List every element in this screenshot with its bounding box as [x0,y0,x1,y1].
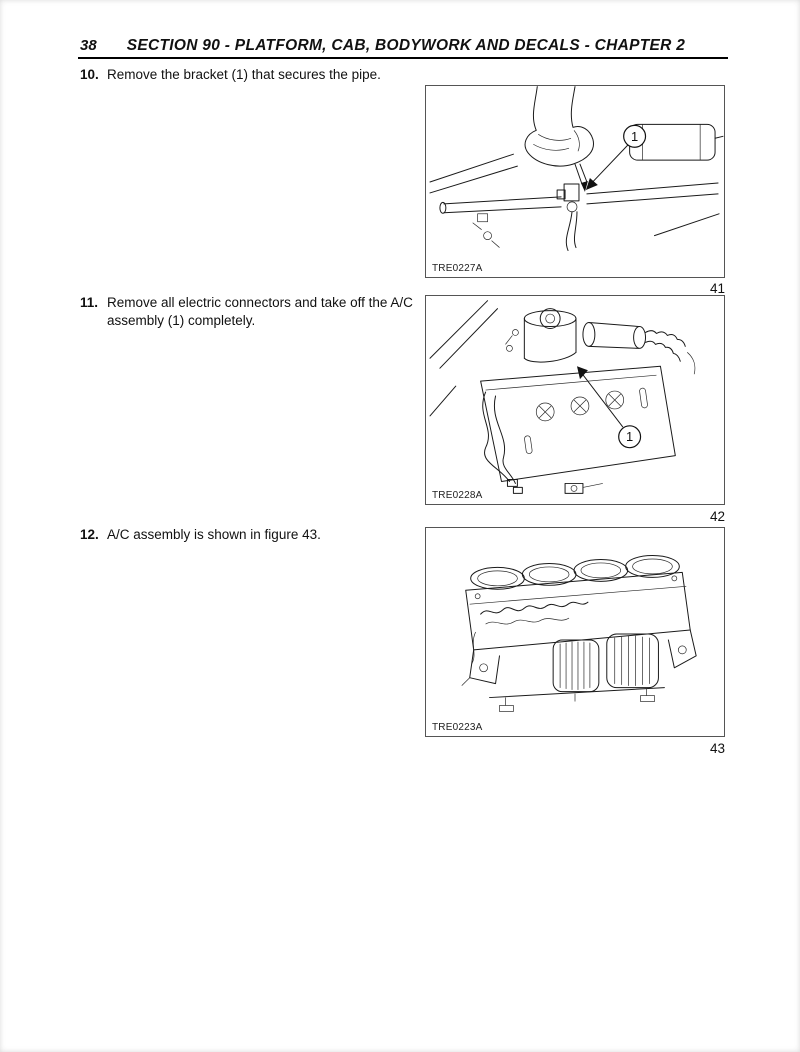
step-number: 12. [80,527,99,542]
figure-42-illustration: 1 [429,300,696,494]
step-12: 12. A/C assembly is shown in figure 43. [80,526,416,544]
step-text: Remove the bracket (1) that secures the … [107,67,381,82]
figure-number: 42 [709,509,725,524]
callout-label: 1 [631,129,638,144]
figure-43-illustration [461,555,697,712]
header-divider [78,57,728,59]
step-11: 11. Remove all electric connectors and t… [80,294,416,330]
figure-number: 41 [709,281,725,296]
page-header: 38 SECTION 90 - PLATFORM, CAB, BODYWORK … [80,37,728,55]
figure-41: 1 TRE0227A [425,85,725,278]
figure-code: TRE0227A [432,263,483,274]
page-number: 38 [80,37,97,54]
callout-label: 1 [626,429,633,444]
section-title: SECTION 90 - PLATFORM, CAB, BODYWORK AND… [126,37,686,54]
figure-41-illustration: 1 [429,86,724,252]
callout-1: 1 [585,124,647,190]
figure-43: TRE0223A [425,527,725,737]
step-number: 10. [80,67,99,82]
figure-code: TRE0223A [432,722,483,733]
callout-1: 1 [576,366,642,449]
step-text: Remove all electric connectors and take … [107,295,413,329]
step-number: 11. [80,295,99,310]
step-10: 10. Remove the bracket (1) that secures … [80,66,416,84]
figure-code: TRE0228A [432,490,483,501]
figure-42: 1 TRE0228A [425,295,725,505]
step-text: A/C assembly is shown in figure 43. [107,527,321,542]
figure-number: 43 [709,741,725,756]
